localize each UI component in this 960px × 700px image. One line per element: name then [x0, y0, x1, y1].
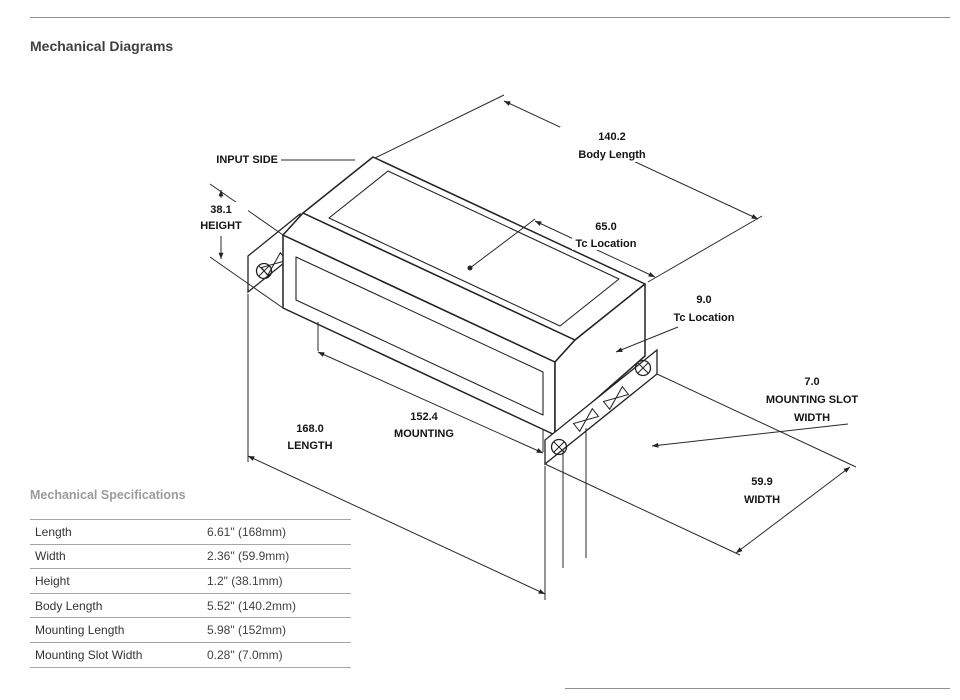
table-row: Mounting Length 5.98" (152mm) [30, 618, 351, 643]
spec-table-title: Mechanical Specifications [30, 488, 186, 502]
width-dimension [735, 466, 851, 554]
body-end-face [554, 283, 646, 436]
spec-label: Width [35, 549, 66, 564]
top-divider [30, 17, 950, 18]
slot-width-label-1: MOUNTING SLOT [766, 394, 859, 406]
body-length-extension-right [647, 215, 763, 283]
table-row: Mounting Slot Width 0.28" (7.0mm) [30, 643, 351, 668]
table-row: Height 1.2" (38.1mm) [30, 569, 351, 594]
length-dimension [247, 455, 546, 595]
dimension-lines [209, 94, 857, 600]
table-row: Body Length 5.52" (140.2mm) [30, 594, 351, 619]
text-mask [728, 471, 796, 506]
mounting-slot [602, 385, 630, 411]
tc-end-value: 9.0 [696, 294, 711, 306]
right-screw-cross [637, 362, 649, 374]
length-label: LENGTH [287, 440, 332, 452]
label-masks [196, 127, 796, 506]
right-screw-icon [550, 438, 568, 456]
spec-value: 6.61" (168mm) [207, 524, 286, 539]
spec-value: 1.2" (38.1mm) [207, 573, 283, 588]
height-value: 38.1 [210, 204, 231, 216]
dimension-labels: INPUT SIDE 38.1 HEIGHT 140.2 Body Length… [200, 131, 858, 506]
body-length-value: 140.2 [598, 131, 626, 143]
right-screw-cross [553, 441, 565, 453]
text-mask [662, 291, 746, 325]
width-value: 59.9 [751, 476, 772, 488]
spec-label: Body Length [35, 598, 103, 613]
width-extension-front [544, 463, 741, 556]
right-screw-icon [634, 359, 652, 377]
slot-width-label-2: WIDTH [794, 412, 830, 424]
spec-label: Mounting Slot Width [35, 647, 143, 662]
spec-label: Height [35, 573, 70, 588]
page-title: Mechanical Diagrams [30, 38, 174, 54]
bottom-divider [565, 688, 950, 689]
driver-body [282, 156, 646, 436]
width-extension-back [656, 373, 857, 468]
height-label: HEIGHT [200, 220, 242, 232]
spec-value: 5.52" (140.2mm) [207, 598, 296, 613]
body-length-extension-left [374, 94, 505, 159]
spec-value: 5.98" (152mm) [207, 623, 286, 638]
spec-value: 2.36" (59.9mm) [207, 549, 290, 564]
mounting-dimension [317, 351, 544, 454]
input-side-label: INPUT SIDE [216, 154, 278, 166]
spec-value: 0.28" (7.0mm) [207, 647, 283, 662]
mounting-value: 152.4 [410, 411, 438, 423]
tc-top-value: 65.0 [595, 221, 616, 233]
body-length-label: Body Length [578, 149, 645, 161]
spec-label: Length [35, 524, 72, 539]
tc-end-leader [615, 326, 679, 353]
width-label: WIDTH [744, 494, 780, 506]
height-extension-bottom [209, 256, 284, 309]
slot-width-value: 7.0 [804, 376, 819, 388]
tc-extension [469, 218, 536, 269]
spec-table: Length 6.61" (168mm) Width 2.36" (59.9mm… [30, 519, 351, 668]
left-screw-icon [255, 262, 273, 280]
text-mask [196, 202, 248, 231]
length-value: 168.0 [296, 423, 324, 435]
mounting-slot [572, 407, 600, 433]
table-row: Width 2.36" (59.9mm) [30, 545, 351, 570]
tc-top-label: Tc Location [576, 238, 637, 250]
text-mask [572, 219, 642, 250]
tc-end-label: Tc Location [674, 312, 735, 324]
slot-width-leader [651, 423, 849, 448]
table-row: Length 6.61" (168mm) [30, 520, 351, 545]
text-mask [560, 127, 664, 162]
spec-label: Mounting Length [35, 623, 125, 638]
top-label-panel [328, 170, 620, 327]
mounting-label: MOUNTING [394, 428, 454, 440]
